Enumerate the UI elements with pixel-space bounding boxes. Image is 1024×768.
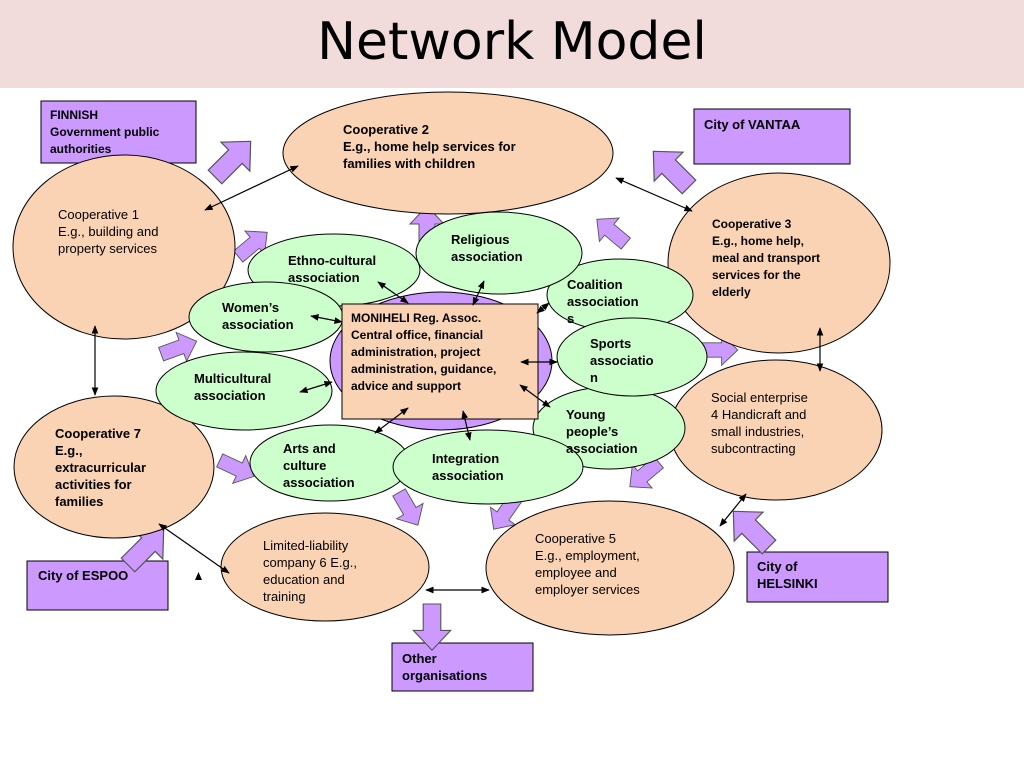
- link-religious-center: [472, 280, 485, 306]
- coop2-ellipse: [282, 91, 614, 215]
- young-label: Young people’s association: [566, 407, 638, 456]
- arrowhead-mark: [195, 572, 202, 580]
- sports-label: Sports associatio n: [590, 336, 654, 385]
- vantaa-box: [693, 108, 851, 165]
- helsinki-box: [746, 551, 889, 603]
- link-coop7-llc6: [158, 523, 230, 574]
- coop5-label: Cooperative 5 E.g., employment, employee…: [535, 531, 640, 597]
- other-orgs-box: [391, 642, 534, 692]
- moniheli-box: [341, 303, 539, 420]
- link-integration-center: [461, 410, 472, 441]
- link-coop2-coop1: [204, 165, 299, 211]
- religious-label: Religious association: [451, 232, 523, 264]
- religious-ellipse: [415, 211, 583, 295]
- link-womens-center: [310, 314, 343, 324]
- espoo-label: City of ESPOO: [38, 568, 129, 583]
- multicultural-label: Multicultural association: [194, 371, 272, 403]
- vantaa-label: City of VANTAA: [704, 117, 801, 132]
- link-ethno-center: [377, 281, 409, 304]
- espoo-box: [26, 560, 169, 611]
- coalition-label: Coalition association s: [567, 277, 639, 326]
- coop1-ellipse: [12, 154, 236, 340]
- coop1-label: Cooperative 1 E.g., building and propert…: [58, 207, 159, 256]
- sports-ellipse: [556, 317, 708, 397]
- ethno-label: Ethno-cultural association: [288, 253, 377, 285]
- link-multicultural-center: [299, 381, 333, 393]
- womens-label: Women’s association: [222, 300, 294, 332]
- coop3-label: Cooperative 3 E.g., home help, meal and …: [712, 217, 821, 299]
- title-bar: Network Model: [0, 0, 1024, 88]
- coop7-ellipse: [13, 395, 215, 539]
- finnish-gov-label: FINNISH Government public authorities: [50, 108, 160, 156]
- helsinki-label: City of HELSINKI: [757, 559, 818, 591]
- block-arrow-coop3: [586, 207, 637, 256]
- page-title: Network Model: [317, 12, 707, 72]
- moniheli-label: MONIHELI Reg. Assoc. Central office, fin…: [351, 311, 497, 393]
- link-young-center: [519, 384, 551, 408]
- block-arrow-finnish-gov: [200, 126, 266, 192]
- link-coop2-coop3: [615, 177, 693, 212]
- coop7-label: Cooperative 7 E.g., extracurricular acti…: [55, 426, 147, 509]
- arts-label: Arts and culture association: [283, 441, 355, 490]
- coop5-ellipse: [485, 500, 735, 636]
- coop3-ellipse: [667, 172, 891, 354]
- llc6-label: Limited-liability company 6 E.g., educat…: [263, 538, 357, 604]
- coop2-label: Cooperative 2 E.g., home help services f…: [343, 122, 516, 171]
- link-coop5-social4: [719, 493, 747, 527]
- link-coalition-center: [536, 302, 550, 314]
- integration-ellipse: [392, 429, 584, 505]
- other-orgs-label: Other organisations: [402, 651, 488, 683]
- link-arts-center: [374, 407, 409, 434]
- integration-label: Integration association: [432, 451, 504, 483]
- social4-label: Social enterprise 4 Handicraft and small…: [711, 390, 808, 456]
